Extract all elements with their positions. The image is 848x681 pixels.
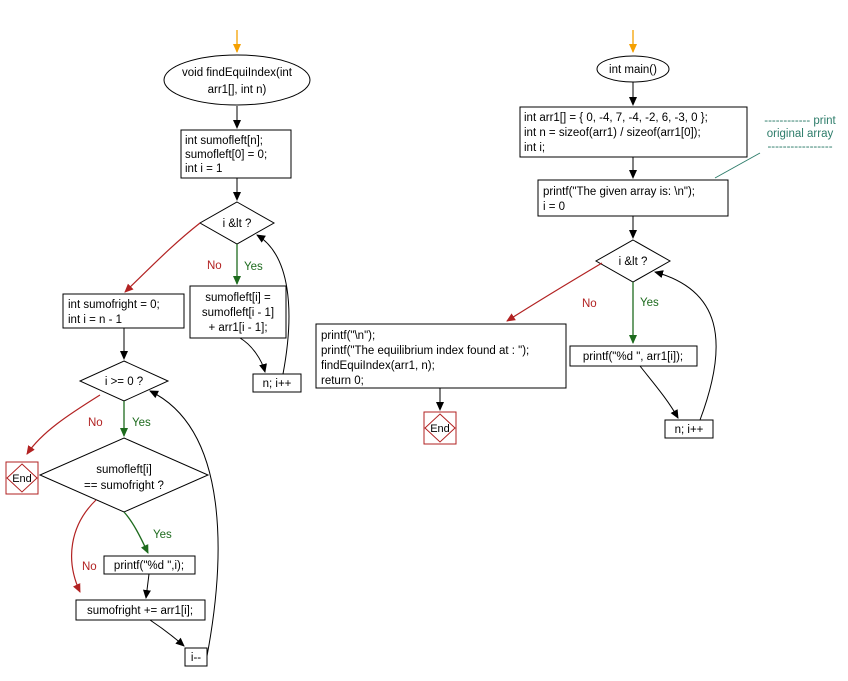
- no-label: No: [88, 417, 103, 429]
- left-decrement-label: i--: [191, 652, 201, 664]
- right-print-given-line-2: i = 0: [543, 201, 565, 213]
- no-edge: [26, 394, 101, 455]
- left-loop1-increment-label: n; i++: [263, 378, 292, 390]
- right-init-line-2: int n = sizeof(arr1) / sizeof(arr1[0]);: [524, 127, 701, 139]
- left-end-terminal-diamond: [6, 463, 38, 493]
- comment-line-2: original array: [767, 128, 834, 140]
- right-print-given-line-1: printf("The given array is: \n");: [543, 186, 695, 198]
- no-label: No: [82, 561, 97, 573]
- left-start-line-2: arr1[], int n): [208, 84, 267, 96]
- edge: [143, 573, 151, 599]
- right-print-given-box: [537, 179, 729, 217]
- left-init-line-2: sumofleft[0] = 0;: [185, 149, 267, 161]
- no-label: No: [207, 260, 222, 272]
- yes-edge: [123, 511, 149, 554]
- right-loop-increment-box: [664, 419, 714, 439]
- left-loop2-condition-label: i >= 0 ?: [105, 376, 143, 388]
- no-edge: [71, 499, 97, 593]
- right-end-terminal-diamond: [424, 413, 456, 443]
- right-init-box: [519, 106, 748, 158]
- right-final-box: [315, 323, 567, 389]
- left-start-terminal: [163, 54, 311, 106]
- left-init2-line-2: int i = n - 1: [68, 314, 122, 326]
- comment-line-3: -----------------: [767, 141, 832, 153]
- left-print-index-box: [103, 555, 196, 575]
- right-end-label: End: [430, 423, 450, 435]
- left-init2-line-1: int sumofright = 0;: [68, 299, 160, 311]
- left-loop1-body-line-2: sumofleft[i - 1]: [202, 307, 274, 319]
- right-final-line-4: return 0;: [321, 375, 364, 387]
- right-loop-condition-label: i &lt ?: [619, 256, 648, 268]
- left-loop1-increment-box: [252, 373, 302, 393]
- right-final-line-3: findEquiIndex(arr1, n);: [321, 360, 435, 372]
- left-init2-box: [62, 293, 185, 329]
- no-label: No: [582, 298, 597, 310]
- yes-label: Yes: [640, 297, 659, 309]
- left-end-terminal: [5, 461, 39, 495]
- right-start-label: int main(): [609, 64, 657, 76]
- right-init-line-3: int i;: [524, 142, 545, 154]
- left-equality-condition-line-1: sumofleft[i]: [96, 464, 152, 476]
- right-end-terminal: [423, 411, 457, 445]
- left-print-index-label: printf("%d ",i);: [114, 560, 184, 572]
- right-loop-print-label: printf("%d ", arr1[i]);: [583, 351, 683, 363]
- edge: [149, 619, 185, 647]
- left-update-label: sumofright += arr1[i];: [87, 605, 193, 617]
- left-update-box: [75, 599, 206, 621]
- comment-connector: [714, 152, 761, 179]
- loop-back-edge: [654, 270, 717, 421]
- left-loop1-body-line-1: sumofleft[i] =: [205, 292, 271, 304]
- left-equality-condition-line-2: == sumofright ?: [84, 480, 164, 492]
- left-init-box: [180, 129, 292, 179]
- loop2-back-edge: [149, 390, 219, 657]
- edge: [639, 365, 679, 419]
- left-init-line-3: int i = 1: [185, 163, 222, 175]
- right-init-line-1: int arr1[] = { 0, -4, 7, -4, -2, 6, -3, …: [524, 112, 708, 124]
- yes-label: Yes: [132, 417, 151, 429]
- left-loop1-body-line-3: + arr1[i - 1];: [208, 322, 267, 334]
- no-edge: [124, 222, 201, 293]
- left-start-line-1: void findEquiIndex(int: [182, 67, 293, 79]
- comment-line-1: ------------ print: [764, 115, 836, 127]
- left-decrement-box: [184, 647, 208, 667]
- left-loop1-condition-label: i &lt ?: [223, 218, 252, 230]
- right-final-line-2: printf("The equilibrium index found at :…: [321, 345, 529, 357]
- left-loop1-body-box: [189, 285, 287, 339]
- no-edge: [506, 262, 603, 322]
- left-init-line-1: int sumofleft[n];: [185, 135, 263, 147]
- loop1-back-edge: [256, 234, 290, 375]
- right-loop-increment-label: n; i++: [675, 424, 704, 436]
- yes-label: Yes: [244, 261, 263, 273]
- right-loop-print-box: [569, 345, 698, 367]
- left-end-label: End: [12, 473, 32, 485]
- yes-label: Yes: [153, 529, 172, 541]
- edge: [239, 337, 267, 373]
- right-final-line-1: printf("\n");: [321, 330, 375, 342]
